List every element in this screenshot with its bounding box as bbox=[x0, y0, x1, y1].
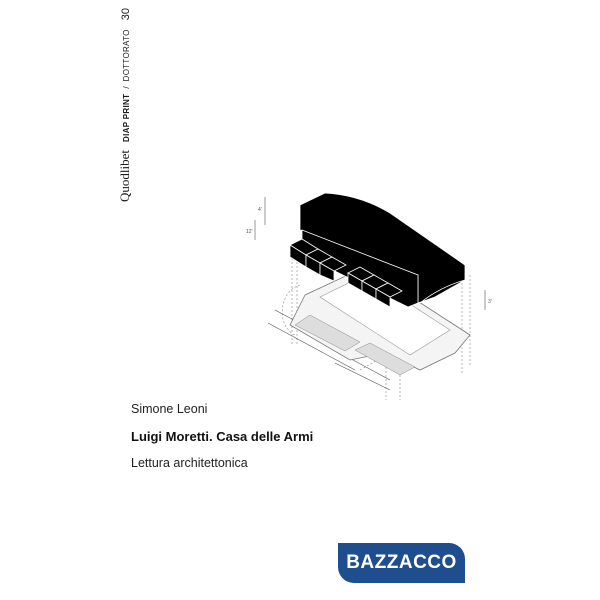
svg-text:4': 4' bbox=[258, 207, 262, 213]
series-separator: / bbox=[122, 86, 131, 89]
svg-text:12': 12' bbox=[246, 229, 253, 235]
series-name: DIAP PRINT bbox=[122, 93, 131, 142]
subseries-name: DOTTORATO bbox=[122, 29, 131, 82]
author-name: Simone Leoni bbox=[131, 402, 208, 416]
publisher-series-line: Quodlibet DIAP PRINT / DOTTORATO 30 bbox=[117, 8, 134, 202]
book-subtitle: Lettura architettonica bbox=[131, 456, 248, 470]
svg-text:3': 3' bbox=[488, 299, 492, 305]
bazzacco-logo-badge: BAZZACCO bbox=[338, 543, 465, 583]
axonometric-drawing: 4' 12' 3' bbox=[246, 192, 492, 400]
publisher-name: Quodlibet bbox=[117, 150, 132, 202]
book-title: Luigi Moretti. Casa delle Armi bbox=[131, 429, 314, 444]
badge-label: BAZZACCO bbox=[346, 552, 457, 573]
series-number: 30 bbox=[120, 8, 132, 21]
